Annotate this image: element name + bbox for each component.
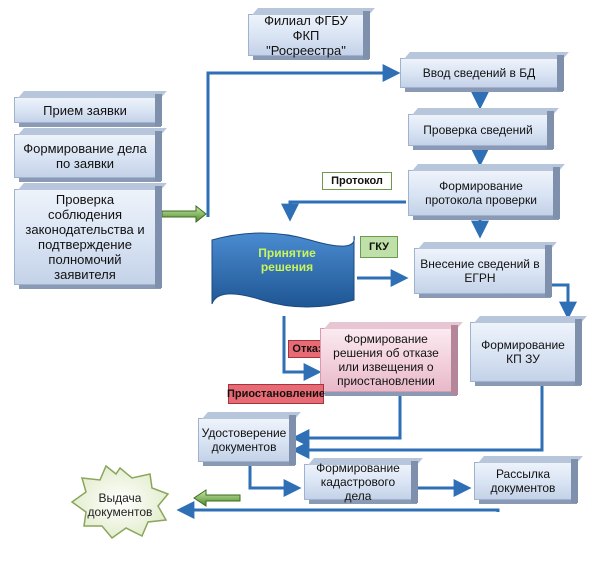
tag-gku: ГКУ — [360, 236, 398, 258]
box-kadastrovoe-delo: Формирование кадастрового дела — [304, 461, 418, 503]
tag-protokol: Протокол — [322, 172, 392, 190]
tag-otkaz: Отказ — [288, 340, 328, 358]
connector-decision-otkaz — [282, 316, 322, 381]
fat-arrow-to-branch — [161, 204, 207, 224]
connector-rassylka-issue — [176, 501, 500, 519]
issue-star-shape — [70, 464, 170, 540]
box-vnesenie: Внесение сведений в ЕГРН — [414, 245, 552, 297]
box-udostoverenie: Удостоверение документов — [198, 415, 296, 465]
box-formirovanie-protokola: Формирование протокола проверки — [408, 167, 560, 219]
decision-label: Принятие решения — [258, 246, 316, 274]
box-proverka-svedeniy: Проверка сведений — [408, 111, 554, 149]
fat-arrow-to-issue — [193, 489, 241, 507]
box-priem: Прием заявки — [14, 94, 162, 126]
issue-label: Выдача документов — [87, 491, 153, 519]
connector-otkaz-udostoverenie — [291, 396, 402, 447]
connector-kp-udostoverenie — [291, 383, 544, 459]
box-formirovanie-dela: Формирование дела по заявки — [14, 131, 162, 181]
connector-udostoverenie-delo — [248, 460, 302, 497]
box-fgbu: Филиал ФГБУ ФКП "Росреестра" — [248, 11, 370, 59]
connector-protokol-back — [281, 200, 406, 222]
box-rassylka: Рассылка документов — [474, 459, 578, 503]
box-formirovanie-kp: Формирование КП ЗУ — [470, 319, 582, 385]
connector-vnesenie-kp — [548, 283, 577, 320]
box-formirovanie-resheniya: Формирование решения об отказе или извещ… — [320, 325, 458, 395]
tag-priostanovlenie: Приостановление — [227, 384, 325, 404]
connector-vvod — [206, 64, 401, 217]
decision-shape — [211, 232, 355, 308]
box-vvod: Ввод сведений в БД — [400, 55, 564, 91]
box-proverka-zakon: Проверка соблюдения законодательства и п… — [14, 186, 162, 288]
